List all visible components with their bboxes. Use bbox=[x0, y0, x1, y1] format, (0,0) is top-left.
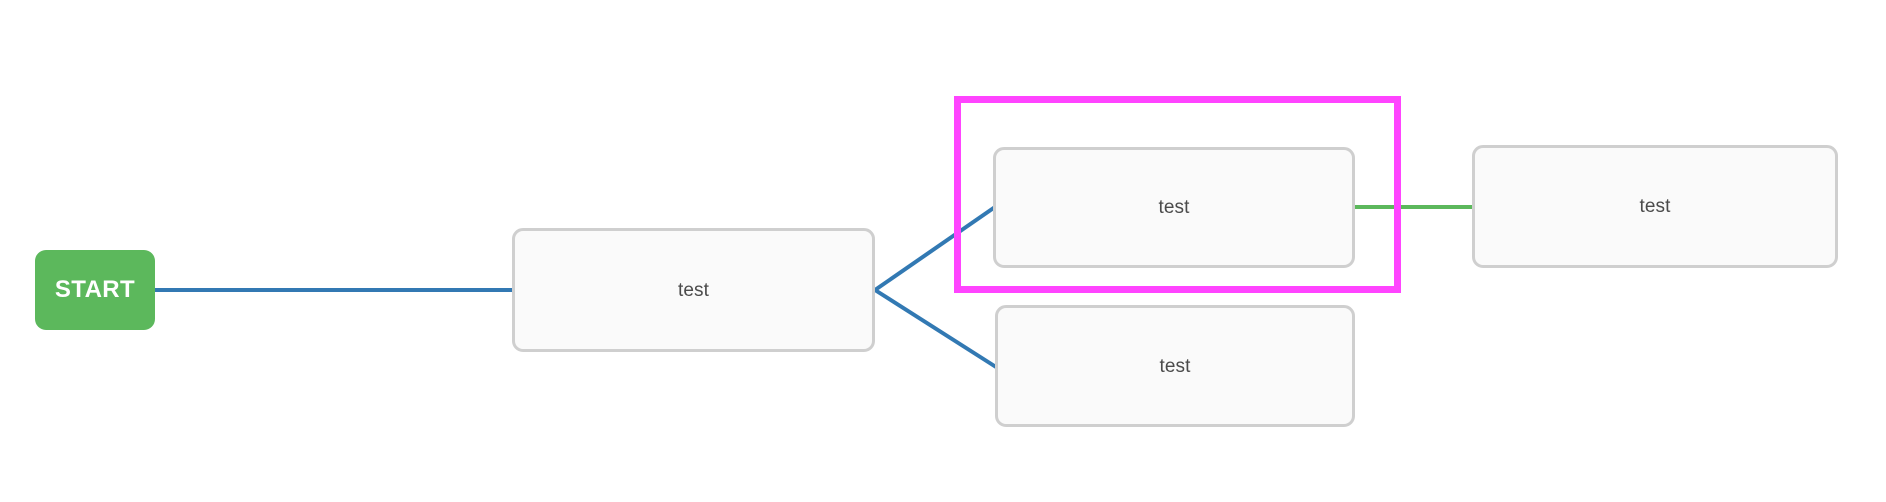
node-task-2-label: test bbox=[1158, 197, 1190, 218]
node-task-4[interactable]: test bbox=[1472, 145, 1838, 268]
edge-task1-to-task3 bbox=[873, 288, 998, 369]
node-task-4-label: test bbox=[1639, 196, 1671, 217]
node-task-1-label: test bbox=[677, 279, 710, 301]
node-start[interactable]: START bbox=[35, 250, 155, 330]
edge-task1-to-task2 bbox=[873, 205, 997, 292]
node-task-3[interactable]: test bbox=[995, 305, 1355, 427]
node-task-2[interactable]: test bbox=[993, 147, 1355, 268]
node-start-label: START bbox=[54, 276, 136, 303]
node-task-3-label: test bbox=[1159, 355, 1191, 377]
node-task-1[interactable]: test bbox=[512, 228, 875, 352]
